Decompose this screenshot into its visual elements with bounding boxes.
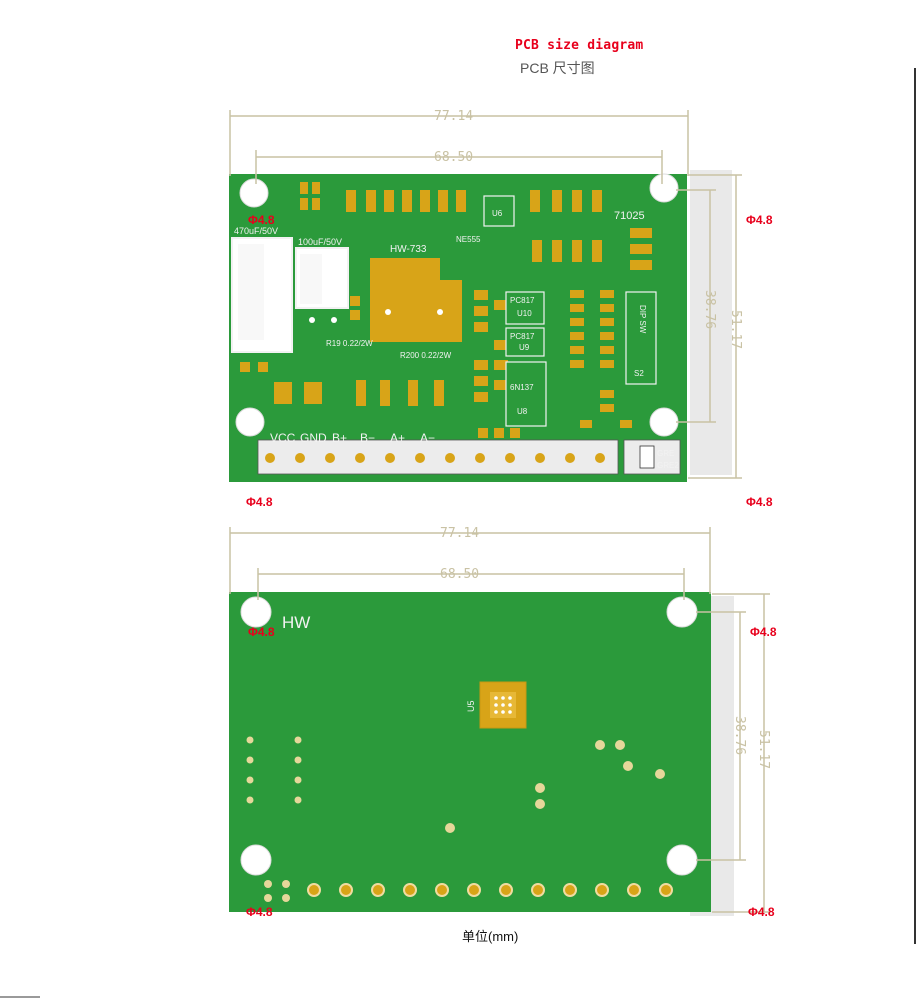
bottom-vias bbox=[264, 740, 665, 902]
mount-hole-top-right bbox=[649, 173, 679, 203]
bottom-pin-column-left bbox=[246, 736, 302, 804]
copper-heat-pad bbox=[370, 258, 462, 342]
diagram-title-chinese: PCB 尺寸图 bbox=[520, 60, 595, 76]
hole-diameter-bottom-left: Φ4.8 bbox=[246, 495, 273, 509]
bottom-brand-label: HW bbox=[282, 613, 310, 632]
chip-ne555-label: NE555 bbox=[456, 235, 481, 244]
smd-pads bbox=[240, 182, 652, 438]
switch-s2-label: S2 bbox=[634, 369, 644, 378]
chip-u8-type: 6N137 bbox=[510, 383, 534, 392]
terminal-strip bbox=[257, 439, 619, 475]
bottom-hole-diameter-bottom-left: Φ4.8 bbox=[246, 905, 273, 919]
board-bottom bbox=[229, 592, 711, 912]
dimension-hole-height: 38.76 bbox=[702, 290, 717, 329]
terminal-label-a-minus: A− bbox=[420, 431, 435, 445]
mount-hole-top-left bbox=[239, 178, 269, 208]
board-code: 71025 bbox=[614, 210, 645, 222]
resistor-r19-label: R19 0.22/2W bbox=[326, 339, 373, 348]
chip-u5 bbox=[479, 681, 527, 729]
bottom-hole-diameter-top-left: Φ4.8 bbox=[248, 625, 275, 639]
chip-u10-label: U10 bbox=[517, 309, 532, 318]
chip-u5-vias bbox=[494, 696, 512, 714]
bottom-dimension-overall-width: 77.14 bbox=[440, 526, 479, 541]
chip-u8 bbox=[505, 361, 547, 427]
mount-hole-bottom-left bbox=[235, 407, 265, 437]
dimension-overall-width: 77.14 bbox=[434, 109, 473, 124]
page-right-border bbox=[914, 68, 916, 944]
pcb-top-svg: GRE GRE2 470uF/50V 100uF/50V HW-733 7102… bbox=[229, 109, 773, 509]
model-label: HW-733 bbox=[390, 244, 427, 255]
connector-label-gre2: GRE2 bbox=[657, 461, 679, 470]
chip-u6-label: U6 bbox=[492, 209, 503, 218]
terminal-labels: VCC GND B+ B− A+ A− bbox=[270, 431, 435, 445]
chip-u10 bbox=[505, 291, 545, 325]
terminal-label-a-plus: A+ bbox=[390, 431, 405, 445]
unit-label: 单位(mm) bbox=[462, 929, 519, 944]
bottom-hole-top-right bbox=[666, 596, 698, 628]
dip-switch bbox=[625, 291, 657, 385]
dimension-backdrop bbox=[690, 170, 732, 475]
dip-switch-label: DIP SW bbox=[638, 305, 647, 334]
mount-hole-bottom-right bbox=[649, 407, 679, 437]
chip-u9 bbox=[505, 327, 545, 357]
chip-u6 bbox=[483, 195, 515, 227]
chip-u10-type: PC817 bbox=[510, 296, 535, 305]
capacitor-c4-label: 100uF/50V bbox=[298, 237, 342, 247]
bottom-hole-diameter-top-right: Φ4.8 bbox=[750, 625, 777, 639]
hole-diameter-bottom-right: Φ4.8 bbox=[746, 495, 773, 509]
through-hole-pads bbox=[241, 309, 443, 347]
diagram-title-english: PCB size diagram bbox=[515, 38, 644, 53]
bottom-dimension-hole-width: 68.50 bbox=[440, 567, 479, 582]
hole-diameter-top-left: Φ4.8 bbox=[248, 213, 275, 227]
bottom-hole-bottom-left bbox=[240, 844, 272, 876]
dimension-lines-top bbox=[229, 110, 742, 479]
pcb-bottom-svg: HW U5 bbox=[229, 526, 777, 919]
chip-u8-label: U8 bbox=[517, 407, 528, 416]
dimension-hole-width: 68.50 bbox=[434, 150, 473, 165]
bottom-terminal-pads bbox=[307, 883, 673, 897]
bottom-hole-top-left bbox=[240, 596, 272, 628]
pcb-top-view: GRE GRE2 470uF/50V 100uF/50V HW-733 7102… bbox=[0, 100, 920, 520]
bottom-dimension-hole-height: 38.76 bbox=[732, 716, 747, 755]
capacitor-c2-label: 470uF/50V bbox=[234, 226, 278, 236]
resistor-r200-label: R200 0.22/2W bbox=[400, 351, 452, 360]
terminal-label-b-plus: B+ bbox=[332, 431, 347, 445]
hole-diameter-top-right: Φ4.8 bbox=[746, 213, 773, 227]
chip-u9-label: U9 bbox=[519, 343, 530, 352]
bottom-hole-bottom-right bbox=[666, 844, 698, 876]
chip-u5-label: U5 bbox=[466, 700, 476, 712]
terminal-label-gnd: GND bbox=[300, 431, 327, 445]
dimension-lines-bottom bbox=[229, 527, 770, 913]
dimension-overall-height: 51.17 bbox=[728, 310, 743, 349]
terminal-label-vcc: VCC bbox=[270, 431, 296, 445]
chip-u9-type: PC817 bbox=[510, 332, 535, 341]
bottom-hole-diameter-bottom-right: Φ4.8 bbox=[748, 905, 775, 919]
terminal-label-b-minus: B− bbox=[360, 431, 375, 445]
page-bottom-border bbox=[0, 996, 40, 998]
pcb-bottom-view: HW U5 bbox=[0, 520, 920, 920]
bottom-dimension-overall-height: 51.17 bbox=[756, 730, 771, 769]
connector-label-gre: GRE bbox=[657, 449, 674, 458]
terminal-pins bbox=[265, 453, 605, 463]
